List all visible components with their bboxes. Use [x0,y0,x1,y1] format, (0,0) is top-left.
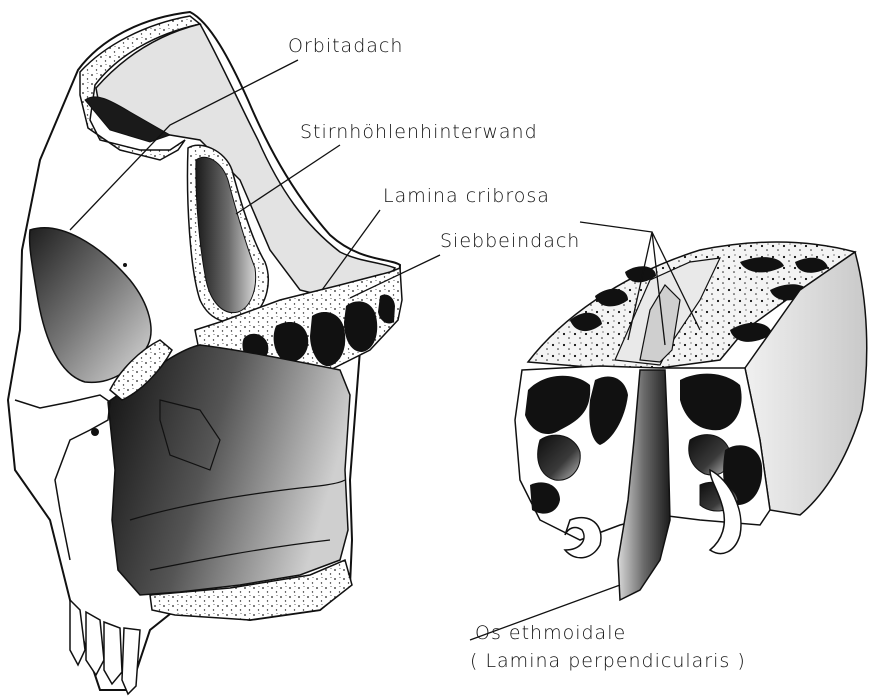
label-os-ethmoidale: Os ethmoidale [475,622,626,644]
label-lamina-cribrosa: Lamina cribrosa [383,185,550,207]
label-lamina-perpendicularis: ( Lamina perpendicularis ) [470,650,746,672]
skull-section [8,12,402,694]
label-stirnhoehlenhinterwand: Stirnhöhlenhinterwand [300,121,538,143]
small-foramen [123,263,127,267]
label-siebbeindach: Siebbeindach [440,230,580,252]
infraorbital-foramen [91,428,99,436]
ethmoid-block [515,242,867,600]
label-orbitadach: Orbitadach [288,35,403,57]
